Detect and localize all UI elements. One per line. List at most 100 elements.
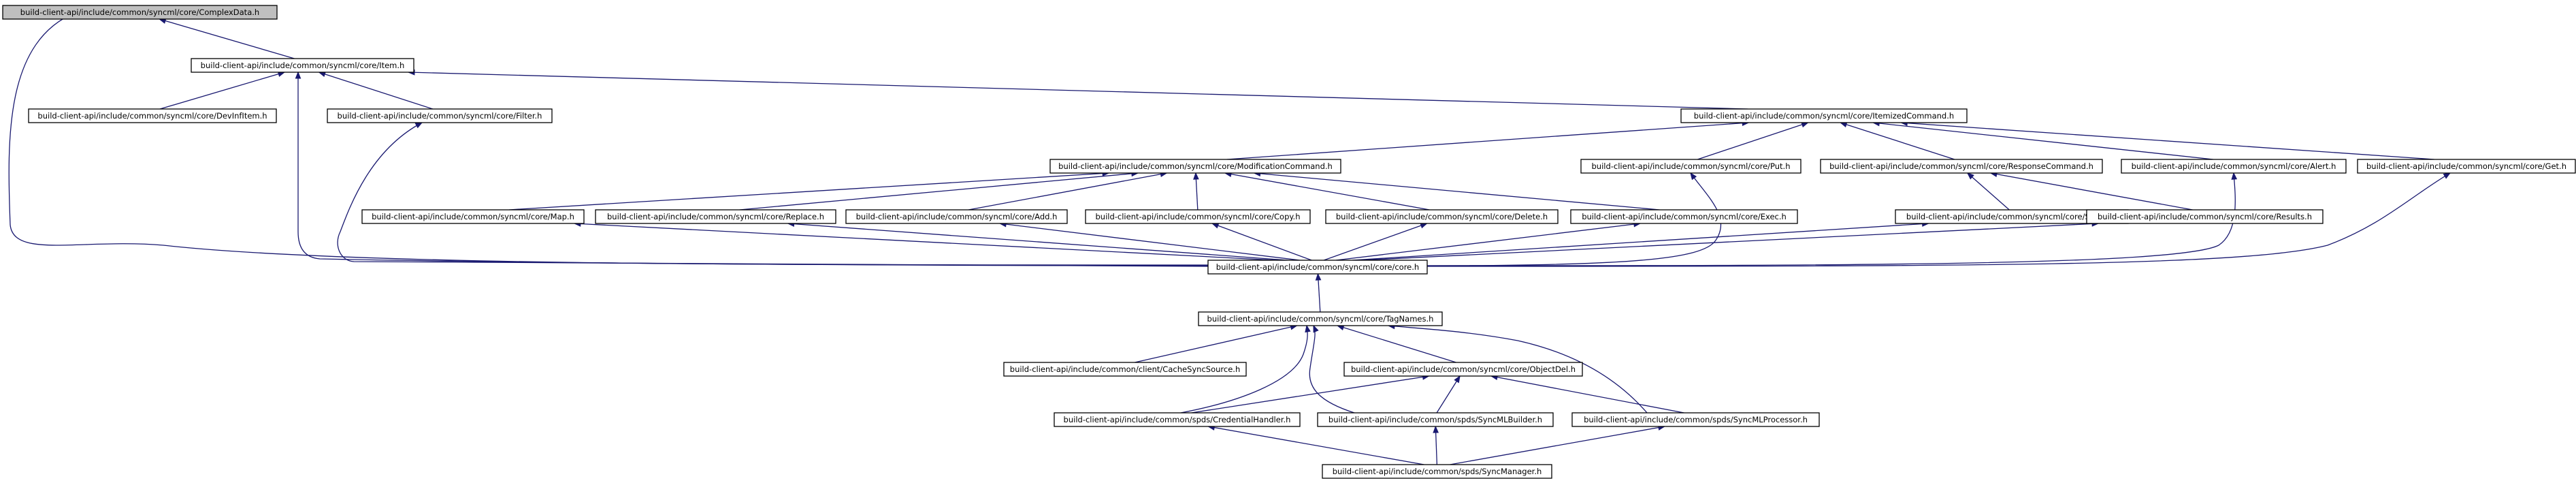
node-box [1054, 412, 1301, 427]
file-node-status[interactable]: build-client-api/include/common/syncml/c… [1895, 209, 2129, 224]
node-label: build-client-api/include/common/syncml/c… [2098, 212, 2312, 221]
node-box [1198, 311, 1443, 326]
file-node-core[interactable]: build-client-api/include/common/syncml/c… [1207, 260, 1428, 275]
edge-line [1873, 122, 2213, 160]
node-label: build-client-api/include/common/syncml/c… [1216, 262, 1419, 272]
file-node-syncmlbuilder[interactable]: build-client-api/include/common/spds/Syn… [1317, 412, 1554, 427]
edge-line [159, 18, 295, 59]
file-node-filter[interactable]: build-client-api/include/common/syncml/c… [327, 108, 553, 123]
node-box [2086, 209, 2324, 224]
dependency-edge [1135, 324, 1298, 363]
file-node-add[interactable]: build-client-api/include/common/syncml/c… [845, 209, 1068, 224]
edge-line [1335, 223, 1640, 261]
file-node-item[interactable]: build-client-api/include/common/syncml/c… [191, 58, 414, 73]
edge-line [1388, 325, 1648, 414]
dependency-edge [1450, 424, 1666, 465]
file-node-delete[interactable]: build-client-api/include/common/syncml/c… [1325, 209, 1559, 224]
file-node-tagnames[interactable]: build-client-api/include/common/syncml/c… [1198, 311, 1443, 326]
file-node-responsecommand[interactable]: build-client-api/include/common/syncml/c… [1820, 159, 2103, 174]
node-label: build-client-api/include/common/spds/Syn… [1333, 467, 1542, 476]
node-box [1325, 209, 1559, 224]
edge-line [408, 72, 1748, 110]
file-node-cachesyncsource[interactable]: build-client-api/include/common/client/C… [1003, 362, 1247, 377]
node-label: build-client-api/include/common/syncml/c… [1207, 314, 1434, 324]
dependency-edge [407, 69, 1748, 110]
edge-line [739, 172, 1138, 211]
node-label: build-client-api/include/common/syncml/c… [1336, 212, 1548, 221]
file-node-itemizedcommand[interactable]: build-client-api/include/common/syncml/c… [1680, 108, 1968, 123]
edge-line [1211, 223, 1312, 261]
file-node-syncmlprocessor[interactable]: build-client-api/include/common/spds/Syn… [1571, 412, 1820, 427]
node-box [1343, 362, 1583, 377]
edge-line [1337, 325, 1456, 363]
file-node-get[interactable]: build-client-api/include/common/syncml/c… [2357, 159, 2576, 174]
edge-line [1254, 172, 1660, 211]
node-label: build-client-api/include/common/spds/Syn… [1584, 415, 1808, 424]
arrow-head-icon [414, 122, 423, 129]
node-label: build-client-api/include/common/syncml/c… [1058, 161, 1333, 171]
dependency-edge [968, 171, 1168, 211]
edge-line [1840, 122, 1955, 160]
edge-line [1323, 223, 1427, 261]
arrow-head-icon [1454, 375, 1461, 384]
node-box [1003, 362, 1247, 377]
edge-line [1352, 223, 1929, 261]
node-label: build-client-api/include/common/syncml/c… [37, 111, 267, 121]
file-node-complexdata[interactable]: build-client-api/include/common/syncml/c… [2, 5, 278, 20]
node-box [1580, 159, 1801, 174]
dependency-edge [1490, 374, 1684, 414]
dependency-edges [8, 12, 2451, 465]
edge-line [1135, 325, 1297, 363]
arrow-head-icon [1193, 172, 1199, 180]
node-box [595, 209, 836, 224]
dependency-edge [159, 71, 286, 110]
file-node-map[interactable]: build-client-api/include/common/syncml/c… [361, 209, 585, 224]
dependency-edge [318, 71, 434, 110]
node-box [28, 108, 277, 123]
file-node-objectdel[interactable]: build-client-api/include/common/syncml/c… [1343, 362, 1583, 377]
node-box [2121, 159, 2347, 174]
dependency-edge [1436, 375, 1461, 414]
edge-line [1208, 426, 1424, 465]
arrow-head-icon [1433, 425, 1439, 433]
file-node-modificationcommand[interactable]: build-client-api/include/common/syncml/c… [1049, 159, 1341, 174]
file-node-devinfitem[interactable]: build-client-api/include/common/syncml/c… [28, 108, 277, 123]
node-label: build-client-api/include/common/syncml/c… [1694, 111, 1954, 121]
dependency-edge [998, 221, 1300, 261]
file-node-alert[interactable]: build-client-api/include/common/syncml/c… [2121, 159, 2347, 174]
node-label: build-client-api/include/common/syncml/c… [1591, 161, 1790, 171]
node-label: build-client-api/include/common/syncml/c… [1582, 212, 1787, 221]
dependency-edge [1224, 171, 1430, 211]
node-box [191, 58, 414, 73]
file-node-credentialhandler[interactable]: build-client-api/include/common/spds/Cre… [1054, 412, 1301, 427]
file-node-replace[interactable]: build-client-api/include/common/syncml/c… [595, 209, 836, 224]
file-node-put[interactable]: build-client-api/include/common/syncml/c… [1580, 159, 1801, 174]
node-label: build-client-api/include/common/syncml/c… [607, 212, 824, 221]
dependency-edge [1207, 424, 1424, 465]
edge-line [1450, 426, 1665, 465]
file-node-copy[interactable]: build-client-api/include/common/syncml/c… [1085, 209, 1311, 224]
arrow-head-icon [1690, 172, 1697, 181]
arrow-head-icon [1966, 172, 1974, 180]
dependency-edge [1362, 221, 2100, 261]
node-box [1049, 159, 1341, 174]
edge-line [968, 172, 1167, 211]
dependency-edge [509, 170, 1110, 211]
node-box [1820, 159, 2103, 174]
edge-line [509, 172, 1109, 211]
dependency-edge [1872, 120, 2213, 160]
file-node-results[interactable]: build-client-api/include/common/syncml/c… [2086, 209, 2324, 224]
node-label: build-client-api/include/common/spds/Cre… [1064, 415, 1291, 424]
node-label: build-client-api/include/common/syncml/c… [1906, 212, 2117, 221]
dependency-edge [1426, 172, 1722, 266]
arrow-head-icon [2231, 172, 2238, 180]
node-box [1570, 209, 1798, 224]
file-node-syncmanager[interactable]: build-client-api/include/common/spds/Syn… [1322, 464, 1552, 479]
edge-line [1224, 172, 1430, 211]
file-node-exec[interactable]: build-client-api/include/common/syncml/c… [1570, 209, 1798, 224]
node-box [327, 108, 553, 123]
dependency-edge [1323, 223, 1428, 261]
dependency-edge [1253, 170, 1660, 211]
node-box [1322, 464, 1552, 479]
dependency-edge [1900, 120, 2434, 160]
